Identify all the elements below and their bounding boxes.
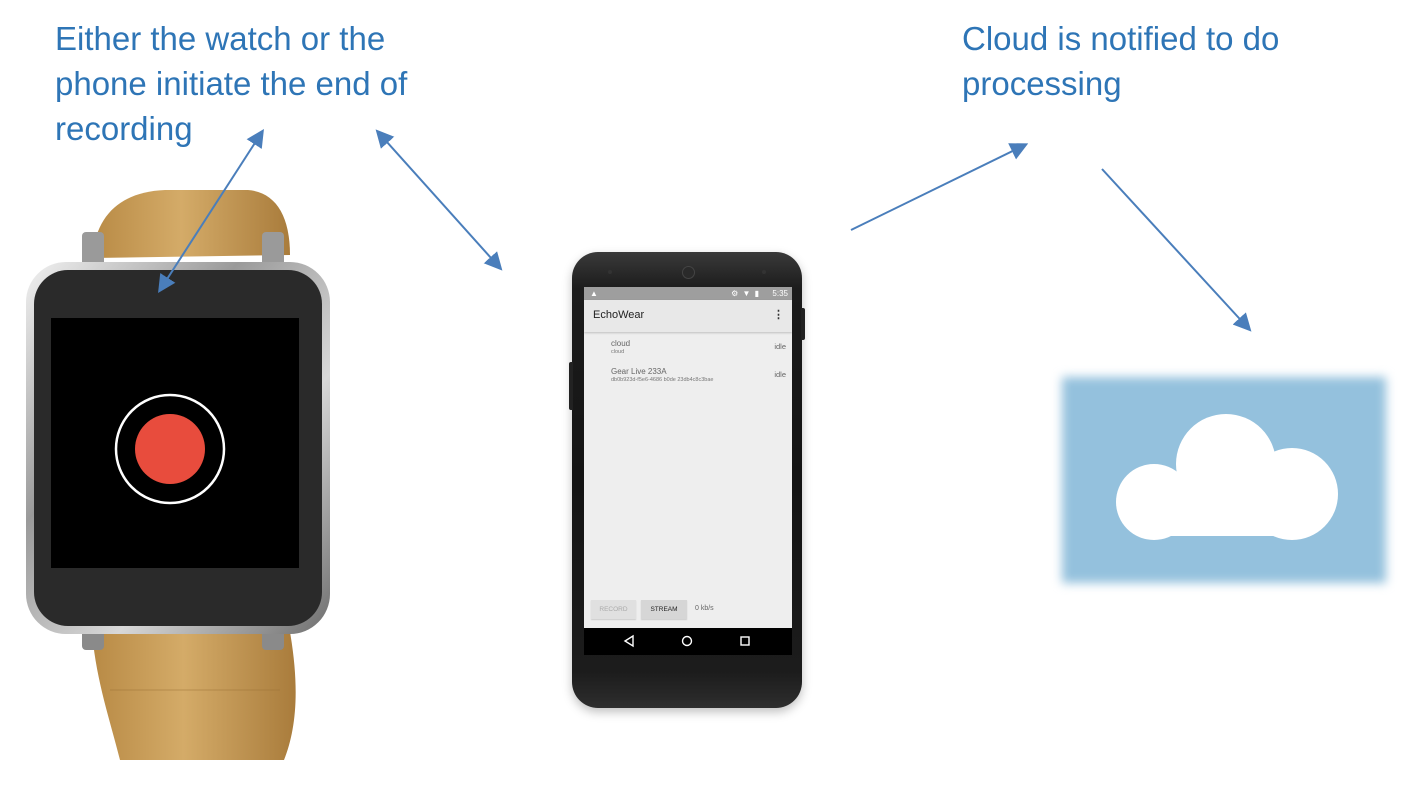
device-id: db0b923d-f5e6-4686 b0de 23db4c8c3bae	[611, 377, 714, 383]
android-phone: ▲ ⚙ ▼ ▮ 5:35 EchoWear ⋮ cloud cloud idle…	[569, 252, 805, 708]
overflow-menu-icon[interactable]: ⋮	[773, 309, 784, 321]
status-time: 5:35	[772, 289, 788, 298]
caption-line: phone initiate the end of	[55, 65, 408, 102]
watch-strap-top	[92, 190, 290, 258]
phone-screen: ▲ ⚙ ▼ ▮ 5:35 EchoWear ⋮ cloud cloud idle…	[584, 287, 792, 655]
device-list-item[interactable]: Gear Live 233A db0b923d-f5e6-4686 b0de 2…	[584, 367, 792, 393]
device-name: cloud	[611, 339, 631, 348]
app-title: EchoWear	[593, 309, 645, 321]
record-icon[interactable]	[114, 393, 226, 505]
android-notification-icon: ▲	[590, 289, 598, 298]
device-list-item[interactable]: cloud cloud idle	[584, 339, 792, 365]
cloud-caption: Cloud is notified to do processing	[962, 16, 1279, 106]
stream-rate: 0 kb/s	[695, 605, 714, 612]
watch-phone-caption: Either the watch or the phone initiate t…	[55, 16, 407, 151]
back-icon[interactable]	[622, 634, 636, 648]
phone-sensor	[608, 270, 612, 274]
home-icon[interactable]	[680, 634, 694, 648]
caption-line: processing	[962, 65, 1122, 102]
status-icons: ⚙ ▼ ▮	[731, 289, 760, 298]
phone-sensor	[762, 270, 766, 274]
app-bar: EchoWear ⋮	[584, 300, 792, 332]
watch-strap-bottom	[92, 632, 296, 760]
cloud-icon	[1116, 414, 1338, 540]
navigation-bar	[584, 628, 792, 655]
device-state: idle	[774, 370, 786, 379]
record-button[interactable]: RECORD	[591, 600, 636, 619]
device-id: cloud	[611, 349, 625, 355]
recents-icon[interactable]	[738, 634, 752, 648]
device-name: Gear Live 233A	[611, 367, 667, 376]
caption-line: Cloud is notified to do	[962, 20, 1280, 57]
stream-button[interactable]: STREAM	[641, 600, 687, 619]
phone-camera	[682, 266, 695, 279]
device-state: idle	[774, 342, 786, 351]
phone-volume-button	[569, 362, 573, 410]
phone-power-button	[801, 308, 805, 340]
status-bar: ▲ ⚙ ▼ ▮ 5:35	[584, 287, 792, 300]
caption-line: Either the watch or the	[55, 20, 386, 57]
